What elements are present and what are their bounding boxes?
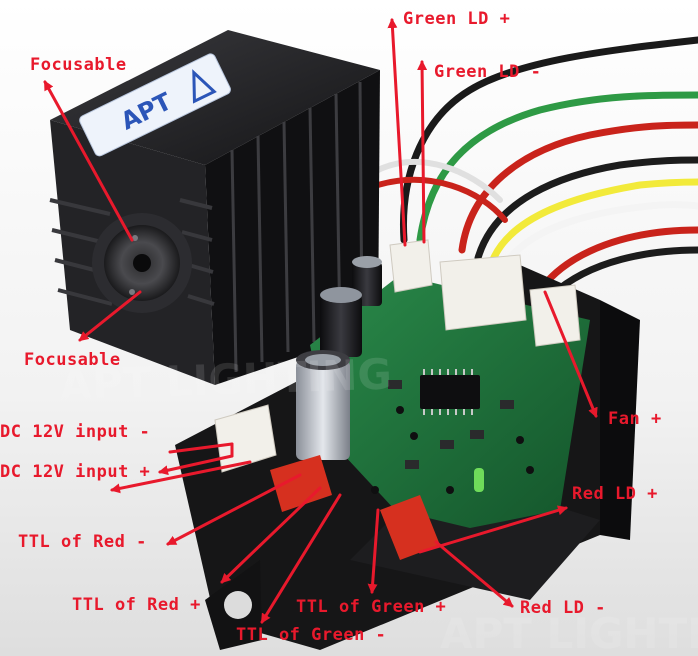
label-ttl-red-plus: TTL of Red +	[72, 595, 201, 615]
arrow-focusable-bottom	[78, 290, 142, 342]
capacitors	[296, 256, 382, 460]
label-green-ld-minus: Green LD -	[434, 62, 542, 82]
label-dc-input-minus: DC 12V input -	[0, 422, 151, 442]
driver-ic	[420, 375, 480, 409]
arrow-dc-input-minus	[158, 454, 234, 476]
arrow-ttl-green-plus	[367, 508, 380, 594]
arrow-green-ld-minus	[417, 60, 428, 244]
arrow-ttl-red-minus	[166, 473, 302, 546]
arrow-ttl-green-minus	[260, 493, 342, 624]
arrow-dc-input-plus	[110, 460, 252, 494]
label-ttl-green-plus: TTL of Green +	[296, 597, 447, 617]
connectors	[214, 239, 581, 560]
label-focusable-top: Focusable	[30, 55, 127, 75]
arrow-fan-plus	[543, 290, 598, 418]
label-ttl-red-minus: TTL of Red -	[18, 532, 147, 552]
arrow-dc-minus-line	[168, 442, 234, 454]
driver-pcb	[310, 275, 590, 528]
label-ttl-green-minus: TTL of Green -	[236, 625, 387, 645]
arrow-red-ld-minus	[434, 540, 514, 608]
status-led	[474, 468, 484, 492]
label-focusable-bottom: Focusable	[24, 350, 121, 370]
label-fan-plus: Fan +	[608, 409, 662, 429]
watermark-2: APT LIGHTING	[440, 609, 698, 656]
wire-bundle	[375, 36, 698, 299]
annotation-arrows	[43, 18, 598, 624]
watermark: APT LIGHTING	[59, 349, 393, 410]
arrow-red-ld-plus	[418, 505, 568, 554]
label-red-ld-plus: Red LD +	[572, 484, 658, 504]
label-dc-input-plus: DC 12V input +	[0, 462, 151, 482]
arrow-focusable-top	[43, 80, 134, 242]
arrow-ttl-red-plus	[220, 486, 322, 584]
arrow-green-ld-plus	[387, 18, 407, 247]
label-red-ld-minus: Red LD -	[520, 598, 606, 618]
label-green-ld-plus: Green LD +	[403, 9, 511, 29]
